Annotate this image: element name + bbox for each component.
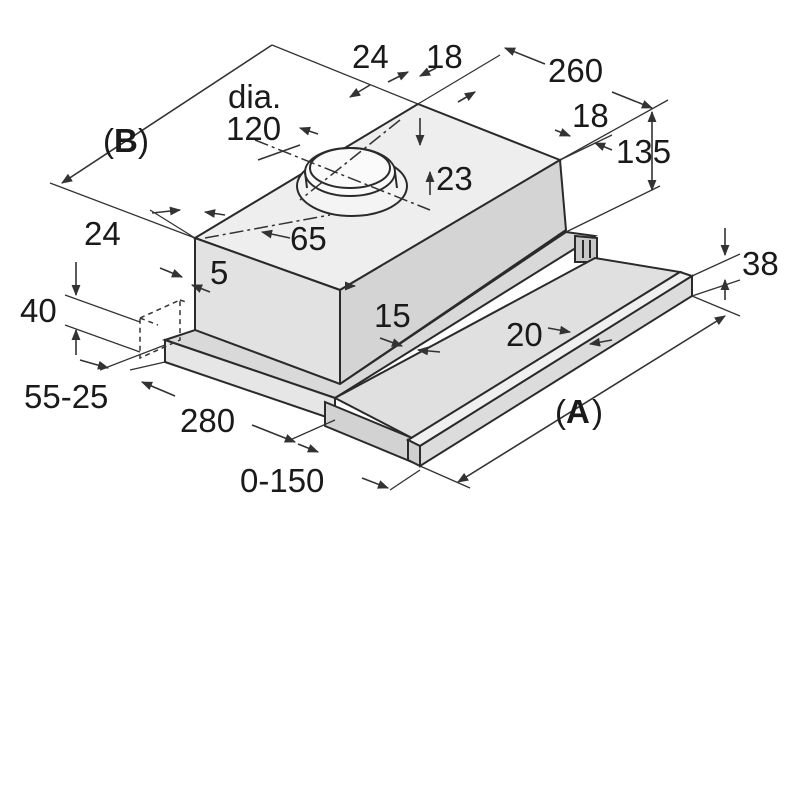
label-dim-dia: dia. [228, 78, 281, 115]
label-dim-24-top: 24 [352, 38, 389, 75]
label-dim-20: 20 [506, 316, 543, 353]
duct-centre-lines [204, 119, 431, 239]
label-dim-18-top: 18 [426, 38, 463, 75]
label-dim-24-left: 24 [84, 215, 121, 252]
label-a-open: ( [555, 393, 566, 430]
label-dim-40: 40 [20, 292, 57, 329]
label-dim-260: 260 [548, 52, 603, 89]
upper-box-right-face [339, 158, 568, 386]
label-dim-120: 120 [226, 110, 281, 147]
label-b-letter: B [114, 122, 138, 159]
label-dim-135: 135 [616, 133, 671, 170]
label-dim-0-150: 0-150 [240, 462, 324, 499]
label-dim-38: 38 [742, 245, 779, 282]
dimension-lines [49, 44, 741, 491]
label-dim-23: 23 [436, 160, 473, 197]
label-dim-15: 15 [374, 297, 411, 334]
label-dim-5: 5 [210, 254, 228, 291]
label-a-letter: A [566, 393, 590, 430]
label-dim-280: 280 [180, 402, 235, 439]
wall-bracket-outline [139, 298, 181, 360]
label-dim-65: 65 [290, 220, 327, 257]
label-dim-18-right: 18 [572, 97, 609, 134]
label-a-close: ) [592, 393, 603, 430]
label-b-close: ) [138, 122, 149, 159]
dimension-labels: ( B ) 24 18 260 dia. 120 18 135 23 65 24… [20, 38, 779, 499]
label-b-open: ( [103, 122, 114, 159]
label-dim-55-25: 55-25 [24, 378, 108, 415]
